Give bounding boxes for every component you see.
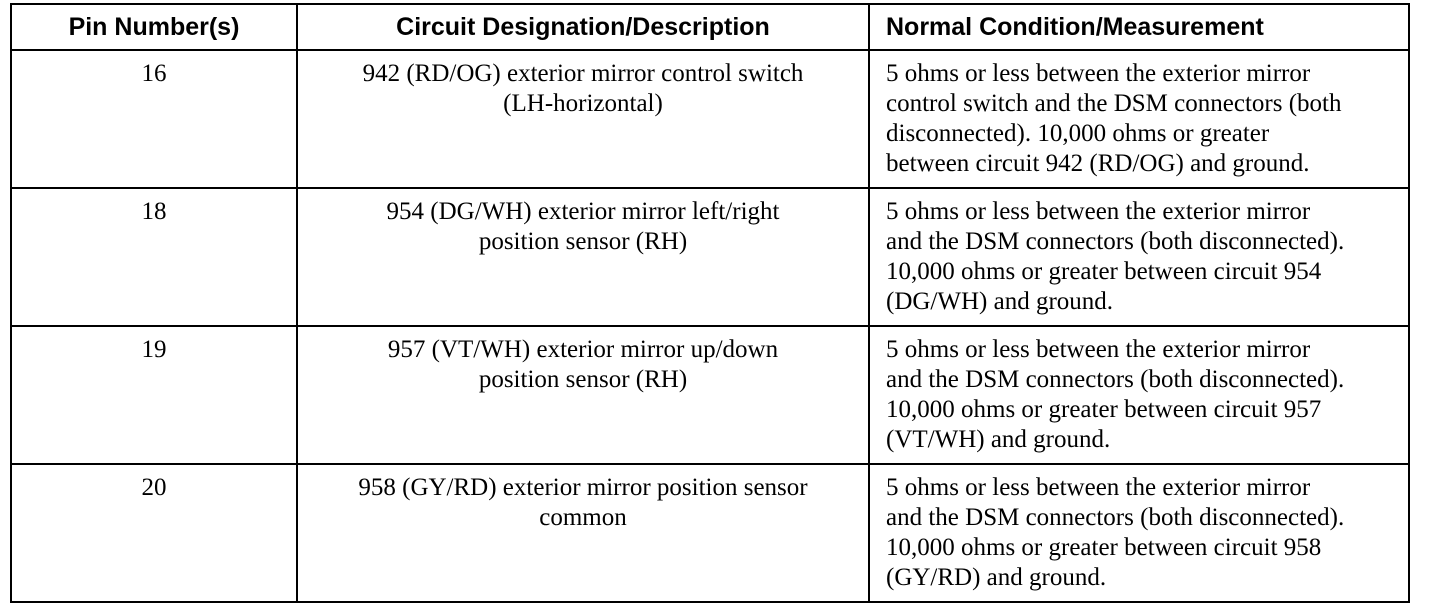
condition-text-line: and the DSM connectors (both disconnecte… [886,366,1345,393]
circuit-text-line: 958 (GY/RD) exterior mirror position sen… [358,474,808,501]
circuit-text-line: position sensor (RH) [478,228,688,255]
table-row: 20 958 (GY/RD) exterior mirror position … [10,463,1410,603]
condition-text-line: disconnected). 10,000 ohms or greater [886,120,1270,147]
table-row: 16 942 (RD/OG) exterior mirror control s… [10,49,1410,189]
condition-text-line: 10,000 ohms or greater between circuit 9… [886,534,1322,561]
table-row: 18 954 (DG/WH) exterior mirror left/righ… [10,187,1410,327]
condition-text-line: and the DSM connectors (both disconnecte… [886,504,1345,531]
circuit-text-line: 942 (RD/OG) exterior mirror control swit… [362,60,804,87]
circuit-cell: 957 (VT/WH) exterior mirror up/down posi… [296,325,870,465]
pin-cell: 18 [10,187,298,327]
condition-cell: 5 ohms or less between the exterior mirr… [868,49,1410,189]
pin-cell: 20 [10,463,298,603]
condition-text-line: 10,000 ohms or greater between circuit 9… [886,396,1322,423]
header-pin-number: Pin Number(s) [10,3,298,51]
circuit-text-line: (LH-horizontal) [503,90,663,117]
circuit-cell: 954 (DG/WH) exterior mirror left/right p… [296,187,870,327]
header-circuit-designation: Circuit Designation/Description [296,3,870,51]
pin-cell: 19 [10,325,298,465]
pin-measurement-document: Pin Number(s) Circuit Designation/Descri… [10,3,1410,603]
condition-text-line: 5 ohms or less between the exterior mirr… [886,60,1311,87]
table-header-row: Pin Number(s) Circuit Designation/Descri… [10,3,1410,51]
condition-cell: 5 ohms or less between the exterior mirr… [868,325,1410,465]
condition-text-line: control switch and the DSM connectors (b… [886,90,1342,117]
condition-text-line: 5 ohms or less between the exterior mirr… [886,474,1311,501]
table-row: 19 957 (VT/WH) exterior mirror up/down p… [10,325,1410,465]
header-normal-condition: Normal Condition/Measurement [868,3,1410,51]
condition-text-line: 5 ohms or less between the exterior mirr… [886,198,1311,225]
condition-cell: 5 ohms or less between the exterior mirr… [868,187,1410,327]
condition-text-line: (DG/WH) and ground. [886,288,1114,315]
circuit-text-line: common [539,504,627,531]
circuit-text-line: 954 (DG/WH) exterior mirror left/right [386,198,780,225]
condition-text-line: between circuit 942 (RD/OG) and ground. [886,150,1310,177]
circuit-text-line: 957 (VT/WH) exterior mirror up/down [387,336,779,363]
condition-text-line: 10,000 ohms or greater between circuit 9… [886,258,1322,285]
condition-cell: 5 ohms or less between the exterior mirr… [868,463,1410,603]
circuit-cell: 942 (RD/OG) exterior mirror control swit… [296,49,870,189]
circuit-text-line: position sensor (RH) [478,366,688,393]
pin-measurement-table: Pin Number(s) Circuit Designation/Descri… [10,3,1410,603]
condition-text-line: (VT/WH) and ground. [886,426,1111,453]
circuit-cell: 958 (GY/RD) exterior mirror position sen… [296,463,870,603]
pin-cell: 16 [10,49,298,189]
condition-text-line: 5 ohms or less between the exterior mirr… [886,336,1311,363]
condition-text-line: and the DSM connectors (both disconnecte… [886,228,1345,255]
condition-text-line: (GY/RD) and ground. [886,564,1107,591]
